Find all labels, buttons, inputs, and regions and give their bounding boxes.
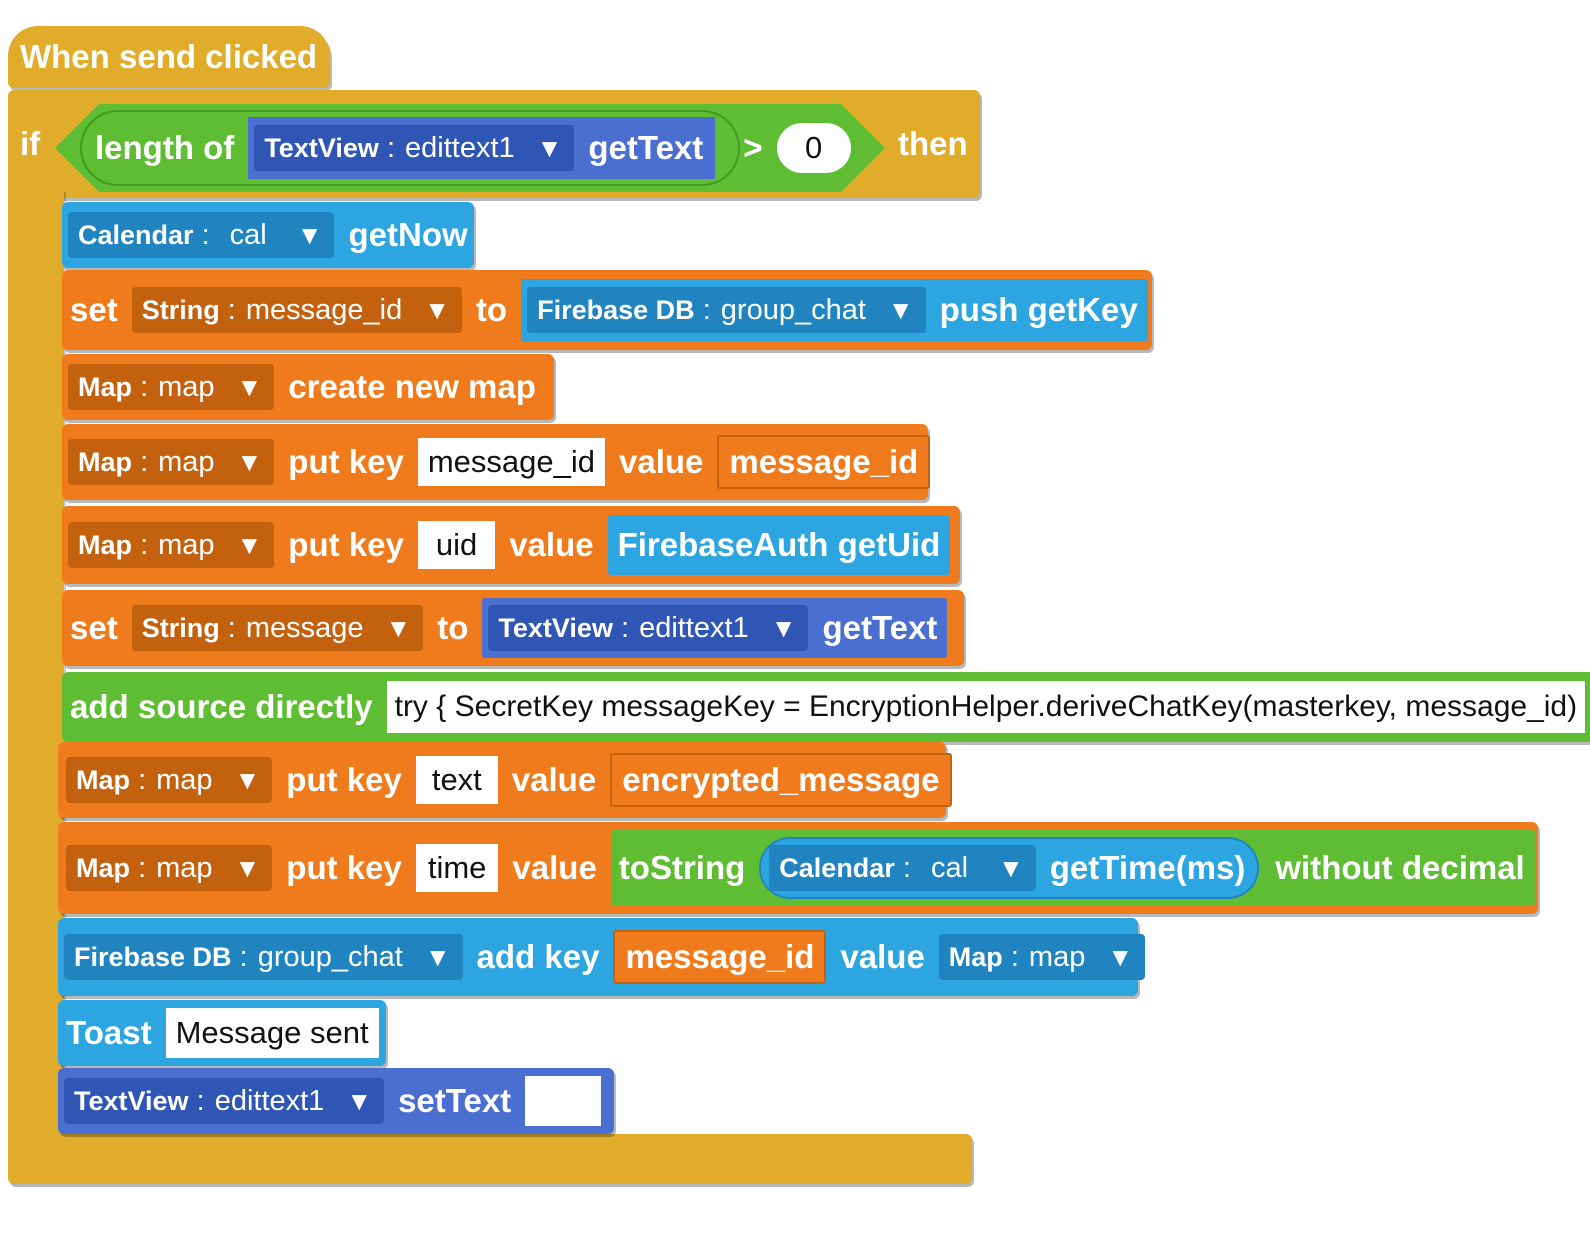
- calendar-dropdown[interactable]: Calendar : cal ▼: [769, 845, 1036, 891]
- map-put-time-block[interactable]: Map : map ▼ put key time value toString …: [58, 822, 1538, 914]
- map-variable-dropdown[interactable]: Map : map ▼: [938, 934, 1146, 980]
- message-id-variable-block[interactable]: message_id: [613, 930, 827, 984]
- if-label: if: [20, 125, 41, 162]
- textview-gettext-block[interactable]: TextView : edittext1 ▼ getText: [482, 598, 948, 658]
- map-create-block[interactable]: Map : map ▼ create new map: [62, 354, 554, 420]
- if-block-bottom: [8, 1134, 972, 1184]
- dropdown-arrow-icon: ▼: [424, 941, 451, 972]
- value-label: value: [840, 938, 925, 975]
- dropdown-arrow-icon: ▼: [536, 132, 563, 163]
- textview-dropdown[interactable]: TextView : edittext1 ▼: [488, 605, 809, 651]
- map-dropdown[interactable]: Map : map ▼: [66, 845, 273, 891]
- textview-dropdown[interactable]: TextView : edittext1 ▼: [64, 1078, 385, 1124]
- to-label: to: [437, 609, 469, 646]
- put-key-label: put key: [286, 761, 402, 798]
- source-code-input[interactable]: try { SecretKey messageKey = EncryptionH…: [386, 681, 1586, 733]
- tostring-label: toString: [618, 849, 746, 886]
- value-label: value: [512, 849, 597, 886]
- set-label: set: [70, 609, 118, 646]
- map-put-text-block[interactable]: Map : map ▼ put key text value encrypted…: [58, 742, 952, 818]
- map-dropdown[interactable]: Map : map ▼: [66, 757, 273, 803]
- key-input[interactable]: text: [415, 756, 498, 804]
- set-message-id-block[interactable]: set String : message_id ▼ to Firebase DB…: [62, 270, 1152, 350]
- toast-label: Toast: [66, 1014, 152, 1051]
- textview-dropdown[interactable]: TextView : edittext1 ▼: [254, 125, 575, 171]
- value-label: value: [618, 443, 704, 480]
- push-getkey-label: push getKey: [939, 291, 1138, 328]
- value-label: value: [509, 526, 594, 563]
- tostring-block[interactable]: toString Calendar : cal ▼ getTime(ms) wi…: [610, 830, 1535, 906]
- map-put-uid-block[interactable]: Map : map ▼ put key uid value FirebaseAu…: [62, 506, 960, 584]
- without-decimal-label: without decimal: [1275, 849, 1525, 886]
- calendar-dropdown[interactable]: Calendar : cal ▼: [68, 212, 335, 258]
- dropdown-arrow-icon: ▼: [236, 529, 263, 560]
- firebase-dropdown[interactable]: Firebase DB : group_chat ▼: [64, 934, 463, 980]
- textview-gettext-block[interactable]: TextView : edittext1 ▼ getText: [248, 117, 716, 179]
- put-key-label: put key: [288, 443, 404, 480]
- toast-block[interactable]: Toast Message sent: [58, 1000, 386, 1066]
- toast-message-input[interactable]: Message sent: [165, 1008, 379, 1058]
- dropdown-arrow-icon: ▼: [234, 764, 261, 795]
- gettext-label: getText: [588, 129, 704, 166]
- firebase-add-key-block[interactable]: Firebase DB : group_chat ▼ add key messa…: [58, 918, 1146, 996]
- map-dropdown[interactable]: Map : map ▼: [68, 522, 275, 568]
- event-label: When send clicked: [20, 38, 318, 75]
- if-block-spine: [8, 192, 64, 1147]
- key-input[interactable]: message_id: [417, 438, 605, 486]
- message-id-variable-block[interactable]: message_id: [717, 435, 931, 489]
- firebaseauth-getuid-block[interactable]: FirebaseAuth getUid: [607, 515, 951, 575]
- dropdown-arrow-icon: ▼: [1107, 941, 1134, 972]
- gettime-label: getTime(ms): [1049, 849, 1246, 886]
- set-message-block[interactable]: set String : message ▼ to TextView : edi…: [62, 590, 964, 666]
- dropdown-arrow-icon: ▼: [296, 219, 323, 250]
- put-key-label: put key: [286, 849, 402, 886]
- map-dropdown[interactable]: Map : map ▼: [68, 364, 275, 410]
- put-key-label: put key: [288, 526, 404, 563]
- add-source-label: add source directly: [70, 688, 373, 725]
- dropdown-arrow-icon: ▼: [770, 612, 797, 643]
- then-label: then: [898, 125, 968, 162]
- set-label: set: [70, 291, 118, 328]
- firebase-dropdown[interactable]: Firebase DB : group_chat ▼: [527, 287, 926, 333]
- getnow-label: getNow: [348, 216, 468, 253]
- textview-settext-block[interactable]: TextView : edittext1 ▼ setText: [58, 1068, 614, 1134]
- string-variable-dropdown[interactable]: String : message_id ▼: [131, 287, 462, 333]
- gettext-label: getText: [822, 609, 938, 646]
- map-put-message-id-block[interactable]: Map : map ▼ put key message_id value mes…: [62, 424, 931, 500]
- key-input[interactable]: time: [415, 844, 499, 892]
- settext-label: setText: [398, 1082, 512, 1119]
- dropdown-arrow-icon: ▼: [424, 294, 450, 325]
- settext-value-input[interactable]: [525, 1076, 602, 1126]
- dropdown-arrow-icon: ▼: [385, 612, 412, 643]
- dropdown-arrow-icon: ▼: [234, 852, 261, 883]
- dropdown-arrow-icon: ▼: [887, 294, 914, 325]
- dropdown-arrow-icon: ▼: [346, 1085, 373, 1116]
- length-of-label: length of: [95, 129, 235, 166]
- add-key-label: add key: [476, 938, 600, 975]
- operator-label[interactable]: >: [743, 129, 763, 166]
- encrypted-message-variable-block[interactable]: encrypted_message: [610, 753, 952, 807]
- to-label: to: [475, 291, 508, 328]
- add-source-directly-block[interactable]: add source directly try { SecretKey mess…: [62, 672, 1590, 742]
- key-input[interactable]: uid: [417, 521, 496, 569]
- value-label: value: [511, 761, 597, 798]
- firebase-push-getkey-block[interactable]: Firebase DB : group_chat ▼ push getKey: [521, 279, 1148, 341]
- dropdown-arrow-icon: ▼: [236, 371, 263, 402]
- event-block-when-send-clicked[interactable]: When send clicked: [8, 26, 330, 88]
- calendar-gettime-block[interactable]: Calendar : cal ▼ getTime(ms): [759, 837, 1260, 899]
- dropdown-arrow-icon: ▼: [998, 852, 1024, 883]
- string-variable-dropdown[interactable]: String : message ▼: [131, 605, 424, 651]
- create-new-map-label: create new map: [288, 368, 536, 405]
- map-dropdown[interactable]: Map : map ▼: [68, 439, 275, 485]
- dropdown-arrow-icon: ▼: [236, 446, 263, 477]
- compare-value-input[interactable]: 0: [776, 123, 851, 173]
- calendar-getnow-block[interactable]: Calendar : cal ▼ getNow: [62, 202, 474, 268]
